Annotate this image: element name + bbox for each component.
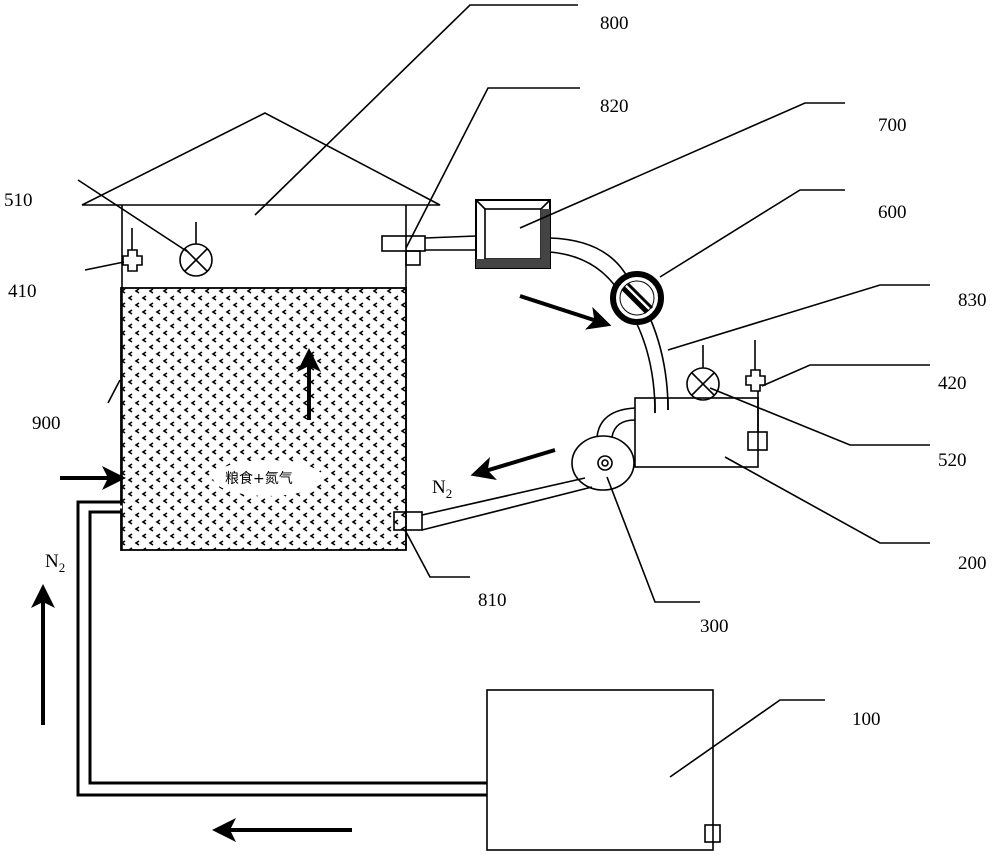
pipe-830 bbox=[550, 238, 668, 413]
label-800: 800 bbox=[600, 13, 629, 34]
fitting-810 bbox=[394, 478, 592, 530]
grain-bed bbox=[121, 288, 406, 550]
roof bbox=[82, 113, 440, 205]
valve-410 bbox=[123, 228, 142, 271]
n2-label-left: N2 bbox=[45, 551, 65, 575]
label-420: 420 bbox=[938, 373, 967, 394]
label-300: 300 bbox=[700, 616, 729, 637]
label-830: 830 bbox=[958, 290, 987, 311]
n2-label-right: N2 bbox=[432, 477, 452, 501]
label-200: 200 bbox=[958, 553, 987, 574]
pump-300 bbox=[572, 408, 635, 490]
fitting-820 bbox=[382, 236, 476, 265]
tank-content-label: 粮食+氮气 bbox=[225, 470, 293, 487]
label-700: 700 bbox=[878, 115, 907, 136]
filter-700 bbox=[476, 200, 550, 268]
label-510: 510 bbox=[4, 190, 33, 211]
label-410: 410 bbox=[8, 281, 37, 302]
label-600: 600 bbox=[878, 202, 907, 223]
flow-arrow-2 bbox=[482, 450, 555, 472]
unit-100 bbox=[487, 690, 720, 850]
granary: 粮食+氮气 bbox=[82, 113, 440, 550]
label-100: 100 bbox=[852, 709, 881, 730]
label-810: 810 bbox=[478, 590, 507, 611]
flow-arrow-1 bbox=[520, 296, 600, 322]
label-820: 820 bbox=[600, 96, 629, 117]
label-520: 520 bbox=[938, 450, 967, 471]
label-900: 900 bbox=[32, 413, 61, 434]
valve-600 bbox=[613, 274, 661, 322]
